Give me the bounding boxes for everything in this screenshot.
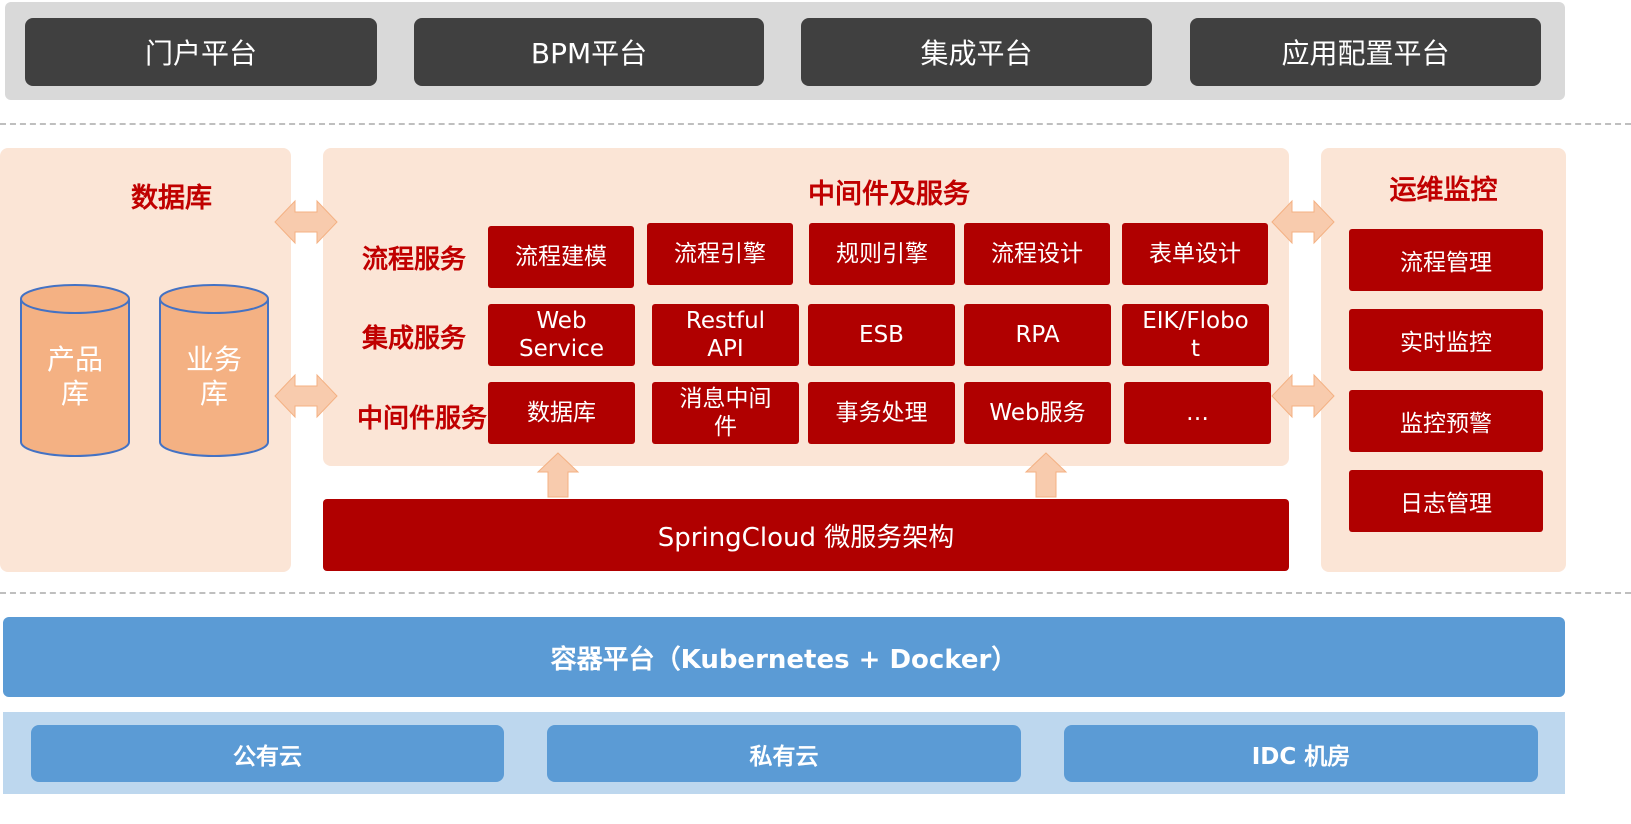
- double-arrow-icon: [1271, 199, 1335, 245]
- cylinder-label-line2: 库: [60, 377, 89, 410]
- web-services-box[interactable]: Web服务: [964, 382, 1111, 444]
- divider-top: [0, 123, 1631, 125]
- up-arrow-icon: [1024, 452, 1068, 498]
- process-engine-box[interactable]: 流程引擎: [647, 223, 793, 285]
- app-config-platform-block[interactable]: 应用配置平台: [1190, 18, 1541, 86]
- web-service-box[interactable]: Web Service: [488, 304, 635, 366]
- double-arrow-icon: [274, 199, 338, 245]
- monitoring-alert-box[interactable]: 监控预警: [1349, 390, 1543, 452]
- esb-box[interactable]: ESB: [808, 304, 955, 366]
- portal-platform-block[interactable]: 门户平台: [25, 18, 377, 86]
- process-management-box[interactable]: 流程管理: [1349, 229, 1543, 291]
- springcloud-framework-bar[interactable]: SpringCloud 微服务架构: [323, 499, 1289, 571]
- cylinder-shape: [20, 284, 130, 457]
- form-design-box[interactable]: 表单设计: [1122, 223, 1268, 285]
- up-arrow-icon: [536, 452, 580, 498]
- integration-platform-block[interactable]: 集成平台: [801, 18, 1152, 86]
- double-arrow-icon: [274, 373, 338, 419]
- cylinder-label-line1: 业务: [185, 343, 242, 376]
- log-management-box[interactable]: 日志管理: [1349, 470, 1543, 532]
- middleware-title: 中间件及服务: [808, 179, 970, 210]
- message-middleware-box[interactable]: 消息中间 件: [652, 382, 799, 444]
- row-label-middleware-services: 中间件服务: [357, 404, 488, 434]
- business-db-cylinder[interactable]: 业务 库: [159, 284, 269, 458]
- rule-engine-box[interactable]: 规则引擎: [809, 223, 955, 285]
- cylinder-label-line1: 产品: [46, 343, 103, 376]
- process-design-box[interactable]: 流程设计: [964, 223, 1110, 285]
- eik-flobot-box[interactable]: EIK/Flobo t: [1122, 304, 1269, 366]
- transaction-processing-box[interactable]: 事务处理: [808, 382, 955, 444]
- more-box[interactable]: …: [1124, 382, 1271, 444]
- container-platform-bar[interactable]: 容器平台（Kubernetes + Docker）: [3, 617, 1565, 697]
- ops-monitoring-title: 运维监控: [1389, 175, 1498, 206]
- product-db-cylinder[interactable]: 产品 库: [20, 284, 130, 458]
- double-arrow-icon: [1271, 373, 1335, 419]
- cylinder-shape: [159, 284, 269, 457]
- realtime-monitoring-box[interactable]: 实时监控: [1349, 309, 1543, 371]
- database-title: 数据库: [131, 183, 212, 214]
- cylinder-label-line2: 库: [199, 377, 228, 410]
- idc-datacenter-block[interactable]: IDC 机房: [1064, 725, 1538, 782]
- database-service-box[interactable]: 数据库: [488, 382, 635, 444]
- rpa-box[interactable]: RPA: [964, 304, 1111, 366]
- process-modeling-box[interactable]: 流程建模: [488, 226, 634, 288]
- row-label-process-services: 流程服务: [362, 245, 467, 275]
- divider-bottom: [0, 592, 1631, 594]
- row-label-integration-services: 集成服务: [362, 324, 467, 354]
- restful-api-box[interactable]: Restful API: [652, 304, 799, 366]
- top-platform-band: 门户平台 BPM平台 集成平台 应用配置平台: [5, 2, 1565, 100]
- bpm-platform-block[interactable]: BPM平台: [414, 18, 764, 86]
- private-cloud-block[interactable]: 私有云: [547, 725, 1021, 782]
- public-cloud-block[interactable]: 公有云: [31, 725, 504, 782]
